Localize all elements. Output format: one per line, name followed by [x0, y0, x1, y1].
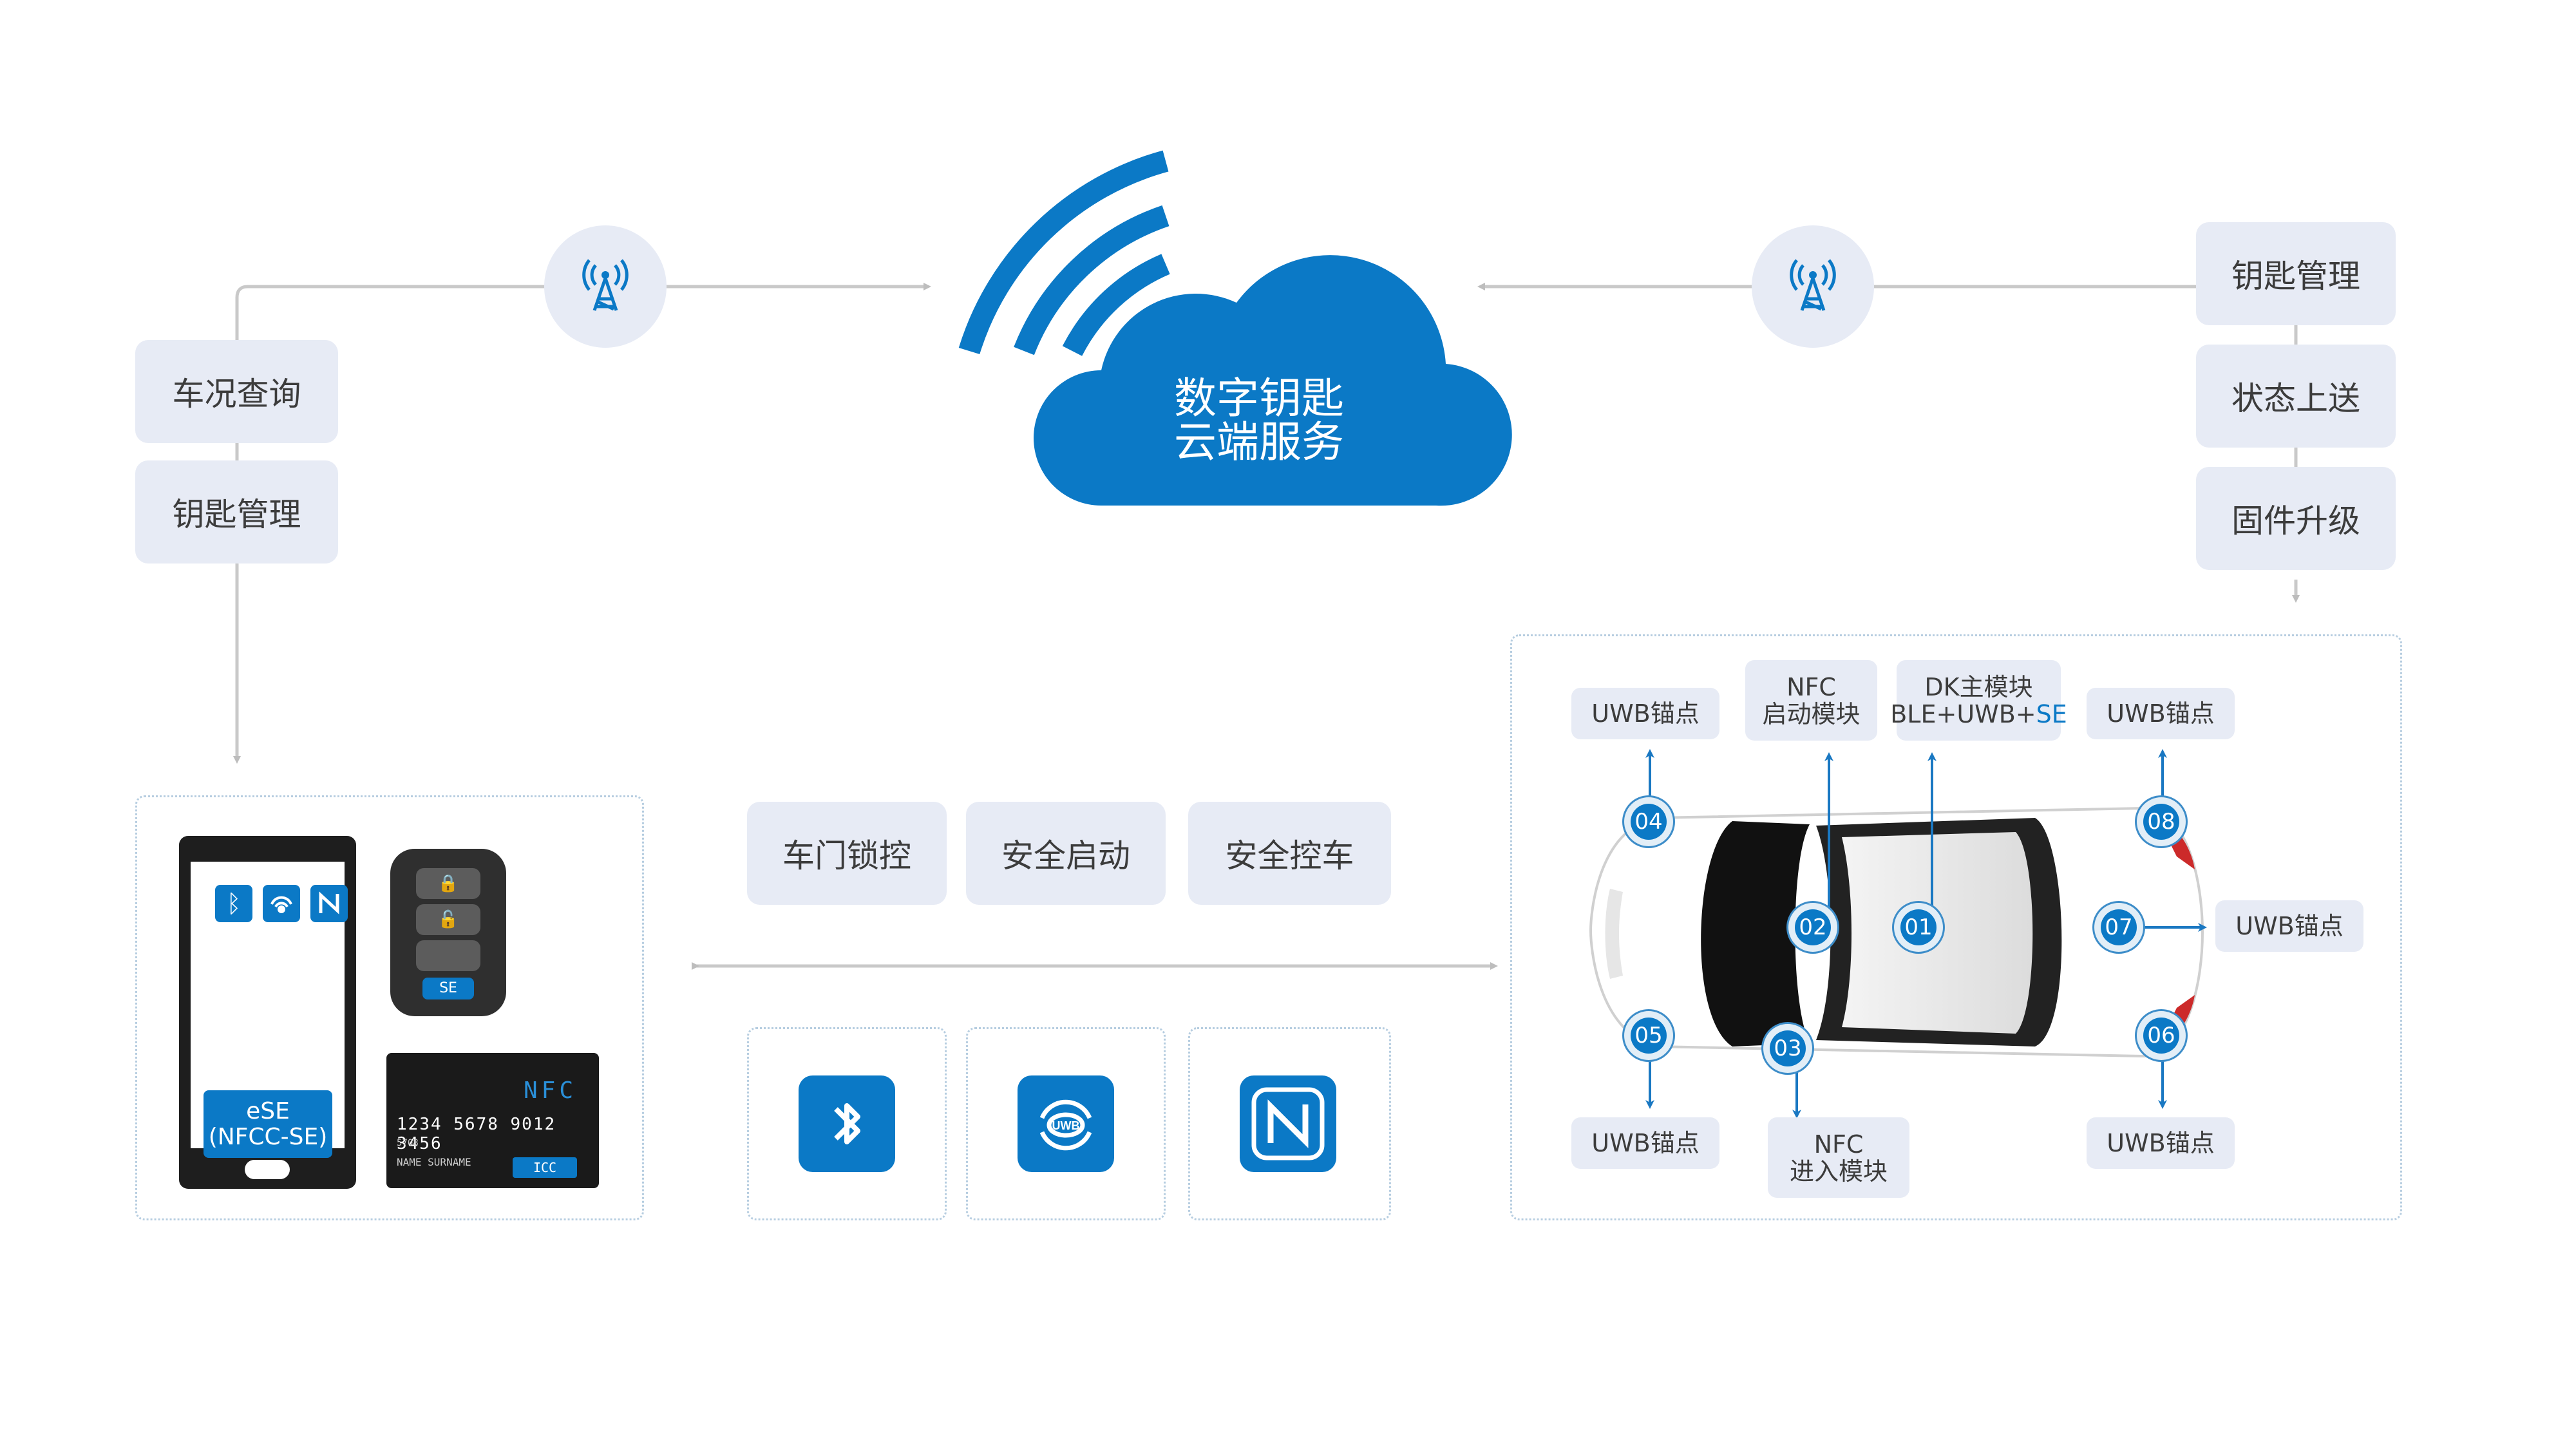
function-secure-start: 安全启动 [966, 802, 1166, 905]
uwb-icon: UWB [1018, 1075, 1114, 1172]
function-door-lock-control: 车门锁控 [747, 802, 947, 905]
key-fob: 🔒 🔓 SE [390, 849, 506, 1016]
label-text: 启动模块 [1762, 699, 1861, 728]
function-secure-vehicle-control: 安全控车 [1188, 802, 1391, 905]
tag-status-upload: 状态上送 [2196, 345, 2396, 448]
label-text: BLE+UWB+ [1890, 699, 2036, 728]
radio-tower-icon [1790, 259, 1836, 311]
nfc-icon [1240, 1075, 1336, 1172]
ese-sub-label: (NFCC-SE) [208, 1123, 328, 1150]
ese-chip: eSE (NFCC-SE) [204, 1090, 332, 1158]
tag-key-management-left: 钥匙管理 [135, 460, 338, 564]
label-text-se: SE [2036, 699, 2067, 728]
car-drawing [1589, 806, 2204, 1058]
label-text: UWB锚点 [1591, 699, 1700, 728]
label-text: UWB锚点 [2107, 1129, 2215, 1157]
badge-01: 01 [1900, 909, 1937, 945]
fob-car-button [416, 940, 480, 971]
badge-05: 05 [1631, 1018, 1667, 1054]
label-dk-main-module: DK主模块 BLE+UWB+SE [1890, 660, 2067, 741]
tech-tile-bluetooth [747, 1027, 947, 1220]
vehicle-panel [1510, 634, 2402, 1220]
label-uwb-anchor-top-left: UWB锚点 [1571, 688, 1719, 739]
label-text: UWB锚点 [2107, 699, 2215, 728]
smartphone: ᛒ eSE (NFCC-SE) [179, 836, 356, 1189]
label-text: NFC [1814, 1130, 1864, 1159]
cloud-label: 数字钥匙 云端服务 [1130, 377, 1388, 464]
label-nfc-entry-module: NFC 进入模块 [1768, 1117, 1909, 1198]
badge-02: 02 [1795, 909, 1831, 945]
badge-07: 07 [2101, 909, 2137, 945]
tag-key-management-right: 钥匙管理 [2196, 222, 2396, 325]
ese-label: eSE [246, 1097, 290, 1124]
badge-06: 06 [2143, 1018, 2179, 1054]
label-text: UWB锚点 [1591, 1129, 1700, 1157]
cloud-label-line1: 数字钥匙 [1174, 374, 1344, 423]
label-nfc-start-module: NFC 启动模块 [1745, 660, 1877, 741]
nfc-card: NFC 1234 5678 9012 3456 5708 NAME SURNAM… [386, 1053, 599, 1188]
cloud-label-line2: 云端服务 [1174, 417, 1344, 467]
card-nfc-label: NFC [523, 1077, 577, 1104]
card-holder-name: NAME SURNAME [397, 1156, 471, 1168]
uwb-icon [263, 885, 300, 922]
uwb-icon-text: UWB [1052, 1119, 1080, 1132]
tech-tile-nfc [1188, 1027, 1391, 1220]
label-text: UWB锚点 [2235, 912, 2344, 940]
card-small-number: 5708 [397, 1138, 419, 1148]
fob-lock-button: 🔓 [416, 904, 480, 935]
tag-firmware-upgrade: 固件升级 [2196, 467, 2396, 570]
phone-screen: ᛒ eSE (NFCC-SE) [191, 862, 348, 1158]
radio-tower-icon [582, 259, 629, 311]
label-uwb-anchor-right: UWB锚点 [2215, 900, 2363, 952]
badge-04: 04 [1631, 804, 1667, 840]
card-icc-chip: ICC [513, 1157, 577, 1178]
tower-right [1752, 225, 1874, 348]
nfc-icon [310, 885, 348, 922]
fob-unlock-button: 🔒 [416, 868, 480, 899]
phone-home-button [245, 1160, 290, 1179]
label-text: DK主模块 [1924, 672, 2033, 701]
badge-03: 03 [1770, 1030, 1806, 1066]
label-uwb-anchor-bottom-left: UWB锚点 [1571, 1117, 1719, 1169]
fob-se-chip: SE [422, 978, 474, 999]
cloud-shape [1034, 255, 1512, 506]
tag-vehicle-status-query: 车况查询 [135, 340, 338, 443]
wireless-signal-arcs [958, 150, 1170, 356]
devices-panel [135, 795, 644, 1220]
bluetooth-icon: ᛒ [215, 885, 252, 922]
label-text: NFC [1786, 672, 1836, 701]
badge-08: 08 [2143, 804, 2179, 840]
label-uwb-anchor-bottom-right: UWB锚点 [2087, 1117, 2235, 1169]
bluetooth-icon [799, 1075, 895, 1172]
left-connector-line [235, 285, 908, 753]
tech-tile-uwb [966, 1027, 1166, 1220]
label-text: 进入模块 [1789, 1157, 1888, 1186]
label-uwb-anchor-top-right: UWB锚点 [2087, 688, 2235, 739]
label-text-row: BLE+UWB+SE [1890, 701, 2067, 728]
tower-left [544, 225, 667, 348]
card-number: 1234 5678 9012 3456 [397, 1115, 556, 1153]
